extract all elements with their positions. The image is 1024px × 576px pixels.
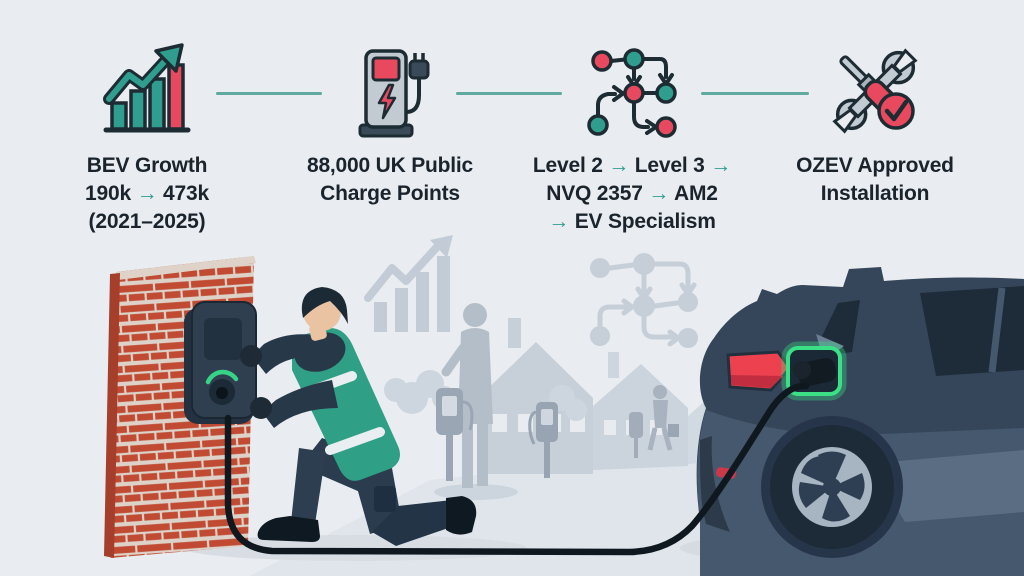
arrow-glyph: → (548, 210, 570, 233)
qualification-pathway-flowchart-icon (505, 36, 759, 142)
charger-green-indicator (205, 369, 239, 385)
arrow-glyph: → (648, 182, 670, 205)
work-glove (240, 345, 262, 367)
growth-bar-chart-icon (32, 36, 262, 142)
caption-line: 88,000 UK Public (306, 154, 474, 177)
person-shadow (434, 484, 518, 500)
charger-screen (204, 318, 242, 360)
step-connector-line (701, 92, 809, 95)
background-flowchart-watermark (590, 253, 698, 348)
background-walking-person (647, 385, 679, 451)
step-qualification-pathway: Level 2 → Level 3 → NVQ 2357 → AM2 → EV … (505, 36, 759, 236)
wall-side-shade (104, 273, 120, 558)
caption-line: Level 2 → Level 3 → (532, 154, 732, 177)
background-growth-chart-watermark (364, 235, 453, 332)
caption-line: (2021–2025) (88, 210, 206, 233)
wheel-spokes (798, 451, 865, 522)
caption-line: 190k → 473k (85, 182, 209, 205)
caption-line: Charge Points (320, 182, 460, 205)
car-rocker-panel (888, 450, 1024, 522)
caption-line: → EV Specialism (548, 210, 716, 233)
caption-line: OZEV Approved (796, 154, 954, 177)
background-charge-post-b (528, 402, 558, 478)
caption-line: NVQ 2357 → AM2 (546, 182, 718, 205)
charging-cable (224, 382, 810, 556)
charging-plug (793, 357, 837, 387)
caption-line: BEV Growth (86, 154, 208, 177)
background-charge-post-a (436, 388, 474, 481)
wall-mounted-ev-charger (184, 301, 257, 424)
arrow-glyph: → (710, 154, 732, 177)
step-connector-line (456, 92, 562, 95)
technician-installing-charger (240, 287, 477, 546)
car-side-windows (920, 286, 1024, 376)
wrench-screwdriver-check-icon (763, 36, 987, 142)
work-glove (250, 397, 272, 419)
technician-hair (301, 287, 348, 324)
arrow-glyph: → (136, 182, 158, 205)
background-standing-person (441, 303, 493, 488)
caption-line: Installation (820, 182, 930, 205)
ev-charge-point-icon (275, 36, 505, 142)
step-ozev-approved: OZEV Approved Installation (763, 36, 987, 208)
arrow-glyph: → (608, 154, 630, 177)
electric-car (696, 267, 1024, 576)
car-window-divider (988, 287, 1006, 373)
step-bev-growth: BEV Growth 190k → 473k (2021–2025) (32, 36, 262, 236)
background-charge-post-c (629, 412, 643, 458)
step-connector-line (216, 92, 322, 95)
step-charge-points: 88,000 UK Public Charge Points (275, 36, 505, 208)
wall-top-edge (116, 256, 256, 280)
car-tail-light-lower (731, 375, 783, 388)
